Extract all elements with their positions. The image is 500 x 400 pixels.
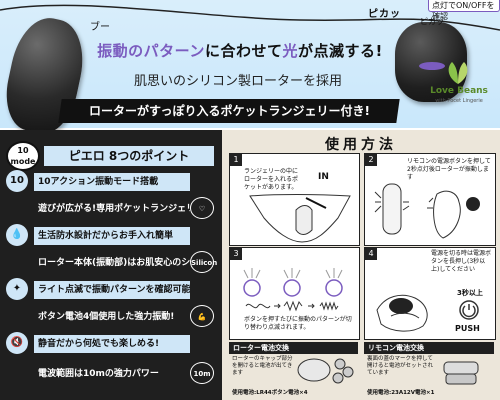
step-number: 4	[365, 248, 377, 260]
points-title: ピエロ 8つのポイント	[44, 146, 214, 166]
remote-battery-header: リモコン電池交換	[364, 342, 494, 354]
point-text: 電波範囲は10mの強力パワー	[34, 365, 190, 383]
seconds-label: 3秒以上	[457, 289, 483, 297]
ten-mode-icon: 10	[6, 170, 28, 192]
remote-wire-illustration	[0, 4, 500, 31]
hand-remote-illustration	[376, 294, 428, 332]
power-button-icon	[459, 300, 479, 320]
point-item: 🔇 静音だから何処でも楽しめる!	[0, 332, 222, 356]
muscle-icon: 💪	[190, 305, 214, 327]
lingerie-illustration	[249, 194, 351, 243]
blink-sfx-1: ピカッ	[368, 9, 401, 20]
step-caption: ボタンを押すたびに振動のパターンが切り替わり点滅されます。	[244, 316, 352, 331]
rotor-battery-spec: 使用電池:LR44ボタン電池×4	[232, 390, 308, 396]
remote-control-image	[395, 22, 467, 102]
rotor-battery-header: ローター電池交換	[229, 342, 358, 354]
point-text: ライト点滅で振動パターンを確認可能	[34, 281, 190, 299]
push-label: PUSH	[455, 324, 480, 333]
brand-logo: Love Beans with Pocet Lingerie	[426, 60, 492, 118]
point-text: ボタン電池4個使用した強力振動!	[34, 308, 190, 326]
usage-title: 使用方法	[325, 137, 397, 153]
step-caption: 電源を切る時は電源ボタンを長押し(3秒以上)してください	[431, 250, 492, 273]
step-caption: リモコンの電源ボタンを押して2秒点灯後ローターが振動します	[407, 158, 491, 181]
step-2-panel: 2 リモコンの電源ボタンを押して2秒点灯後ローターが振動します	[364, 153, 496, 246]
range-10m-icon: 10m	[190, 362, 214, 384]
logo-tagline: with Pocet Lingerie	[435, 98, 483, 104]
step-number: 1	[230, 154, 242, 166]
water-drop-icon: 💧	[6, 224, 28, 246]
subline: 肌思いのシリコン製ローターを採用	[133, 74, 342, 89]
point-text: 10アクション振動モード搭載	[34, 173, 190, 191]
point-item: 電波範囲は10mの強力パワー 10m	[0, 362, 222, 386]
header-banner: ブー ピカッ ピカッ 点灯でON/OFFを確認 振動のパターンに合わせて光が点滅…	[0, 0, 500, 140]
point-text: 静音だから何処でも楽しめる!	[34, 335, 190, 353]
sparkle-icon: ✦	[6, 278, 28, 300]
leaf-icon	[448, 62, 468, 84]
mode-badge-number: 10	[17, 146, 29, 155]
point-text: 生活防水設計だからお手入れ簡単	[34, 227, 190, 245]
step-number: 2	[365, 154, 377, 166]
headline: 振動のパターンに合わせて光が点滅する!	[80, 40, 400, 61]
headline-mid: に合わせて	[204, 42, 283, 60]
headline-pre: 振動のパターン	[97, 42, 205, 60]
step-caption: ランジェリーの中にローターを入れるポケットがあります。	[244, 168, 299, 191]
blink-pattern-illustration	[243, 268, 343, 312]
point-text: 遊びが広がる!専用ポケットランジェリー付	[34, 200, 190, 218]
remote-battery-caption: 裏面の蓋のマークを押して開けると電池がセットされています	[367, 356, 434, 376]
remote-battery-illustration	[443, 361, 479, 385]
remote-battery-spec: 使用電池:23A12V電池×1	[367, 390, 435, 396]
step-number: 3	[230, 248, 242, 260]
remote-light	[419, 62, 445, 70]
blink-sfx-2: ピカッ	[420, 17, 444, 26]
point-item: 💧 生活防水設計だからお手入れ簡単	[0, 224, 222, 248]
point-item: ✦ ライト点滅で振動パターンを確認可能	[0, 278, 222, 302]
point-item: ボタン電池4個使用した強力振動! 💪	[0, 305, 222, 329]
remote-hand-illustration	[374, 183, 480, 239]
point-item: 10 10アクション振動モード搭載	[0, 170, 222, 194]
silicon-icon: Silicon	[190, 251, 217, 273]
step-1-panel: 1 ランジェリーの中にローターを入れるポケットがあります。 IN	[229, 153, 360, 246]
headline-post: が点滅する!	[297, 42, 383, 60]
rotor-battery-caption: ローターのキャップ部分を開けると電池が出てきます	[232, 356, 293, 376]
lingerie-banner: ローターがすっぽり入るポケットランジェリー付き!	[58, 99, 400, 123]
onoff-badge: 点灯でON/OFFを確認	[428, 0, 500, 21]
step-3-panel: 3 ボタンを押すたびに振動のパターンが切り替わり点滅されます。	[229, 247, 360, 340]
step-4-panel: 4 電源を切る時は電源ボタンを長押し(3秒以上)してください 3秒以上 PUSH	[364, 247, 496, 340]
point-text: ローター本体(振動部)はお肌安心のシリコン製	[34, 254, 190, 272]
logo-name: Love Beans	[430, 86, 488, 96]
rotor-battery-illustration	[297, 358, 354, 384]
point-item: ローター本体(振動部)はお肌安心のシリコン製 Silicon	[0, 251, 222, 275]
mode-badge: 10 mode	[6, 141, 40, 171]
banner-text: ローターがすっぽり入るポケットランジェリー付き!	[88, 104, 370, 118]
in-label: IN	[318, 172, 329, 182]
points-title-row: 10 mode ピエロ 8つのポイント	[0, 141, 222, 171]
mute-icon: 🔇	[6, 332, 28, 354]
buzz-sfx: ブー	[90, 22, 110, 33]
lingerie-icon: ♡	[190, 197, 214, 219]
mode-badge-label: mode	[10, 157, 36, 166]
point-item: 遊びが広がる!専用ポケットランジェリー付 ♡	[0, 197, 222, 221]
headline-light: 光	[282, 42, 298, 60]
